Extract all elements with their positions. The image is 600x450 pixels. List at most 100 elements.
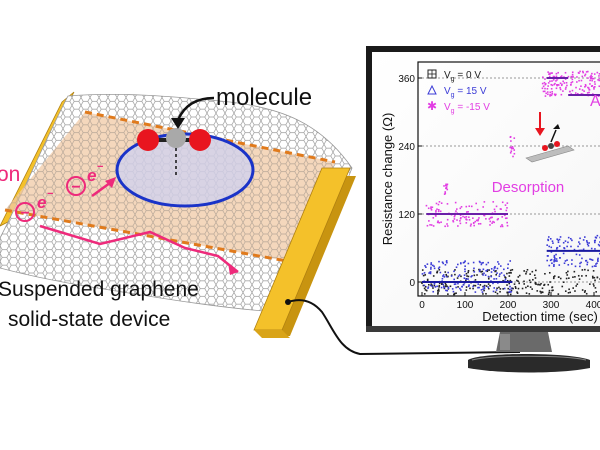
data-point-15v — [503, 268, 505, 271]
data-point-15v — [549, 259, 552, 262]
data-point-minus15v — [459, 214, 462, 217]
data-point-15v — [554, 257, 556, 259]
data-point-15v — [586, 241, 589, 244]
data-point-15v — [441, 277, 444, 280]
data-point-minus15v — [584, 74, 586, 77]
data-point-0v — [514, 285, 517, 288]
data-point-15v — [431, 264, 434, 267]
data-point-minus15v — [546, 91, 549, 93]
data-point-minus15v — [460, 205, 463, 208]
data-point-0v — [467, 275, 470, 278]
data-point-0v — [421, 269, 424, 271]
data-point-15v — [590, 258, 593, 261]
data-point-minus15v — [551, 92, 553, 95]
data-point-15v — [461, 285, 463, 288]
data-point-minus15v — [579, 70, 581, 73]
data-point-15v — [585, 260, 587, 262]
data-point-0v — [473, 274, 476, 277]
data-point-0v — [447, 293, 449, 295]
data-point-15v — [556, 246, 559, 249]
data-point-0v — [472, 269, 475, 272]
data-point-15v — [594, 236, 597, 239]
data-point-minus15v — [430, 209, 433, 211]
data-point-15v — [503, 287, 506, 290]
data-point-15v — [474, 291, 477, 293]
data-point-minus15v — [446, 223, 448, 225]
data-point-15v — [464, 268, 466, 270]
data-point-0v — [487, 283, 490, 285]
data-point-15v — [478, 270, 481, 273]
data-point-0v — [430, 283, 433, 285]
data-point-0v — [499, 290, 501, 293]
data-point-minus15v — [570, 75, 573, 78]
data-point-0v — [438, 290, 440, 292]
data-point-minus15v — [541, 82, 544, 85]
data-point-15v — [483, 272, 485, 275]
data-point-15v — [485, 270, 487, 272]
data-point-15v — [596, 234, 599, 237]
data-point-minus15v — [444, 225, 446, 228]
data-point-minus15v — [559, 82, 562, 85]
data-point-15v — [509, 285, 511, 288]
data-point-minus15v — [550, 83, 553, 86]
data-point-15v — [453, 278, 455, 281]
data-point-0v — [467, 270, 470, 272]
data-point-minus15v — [598, 75, 600, 77]
data-point-15v — [438, 260, 440, 263]
data-point-15v — [551, 240, 554, 243]
data-point-0v — [446, 285, 448, 288]
data-point-minus15v — [440, 221, 442, 224]
data-point-minus15v — [551, 80, 553, 82]
graphene-device: − e − − e − — [0, 91, 521, 356]
data-point-0v — [467, 271, 469, 274]
data-point-0v — [506, 284, 508, 286]
data-point-15v — [559, 236, 562, 238]
data-point-15v — [549, 237, 552, 240]
data-point-15v — [423, 284, 426, 287]
data-point-minus15v — [553, 83, 556, 86]
data-point-minus15v — [510, 140, 512, 142]
data-point-0v — [513, 283, 516, 285]
data-point-15v — [546, 244, 548, 246]
data-point-15v — [441, 261, 444, 264]
data-point-minus15v — [570, 81, 573, 84]
data-point-15v — [497, 263, 500, 265]
data-point-15v — [482, 268, 485, 271]
data-point-15v — [493, 278, 495, 280]
data-point-minus15v — [567, 75, 570, 78]
data-point-15v — [558, 238, 561, 241]
data-point-15v — [593, 239, 596, 242]
data-point-minus15v — [462, 215, 464, 218]
data-point-minus15v — [446, 218, 449, 221]
data-point-minus15v — [569, 83, 572, 86]
molecule-label: molecule — [216, 84, 312, 111]
data-point-15v — [567, 236, 570, 239]
data-point-15v — [424, 264, 426, 267]
data-point-0v — [516, 292, 519, 294]
electron-minus-2: − — [20, 205, 29, 222]
data-point-15v — [442, 262, 445, 265]
data-point-minus15v — [478, 217, 480, 219]
data-point-minus15v — [584, 85, 587, 87]
data-point-15v — [594, 248, 596, 250]
data-point-0v — [529, 286, 532, 288]
data-point-minus15v — [429, 224, 431, 226]
data-point-minus15v — [470, 205, 473, 208]
data-point-0v — [422, 284, 425, 287]
data-point-15v — [498, 275, 501, 277]
data-point-minus15v — [548, 76, 551, 78]
data-point-15v — [582, 239, 585, 241]
data-point-15v — [587, 244, 590, 247]
data-point-minus15v — [554, 94, 557, 97]
data-point-15v — [563, 262, 566, 265]
data-point-0v — [485, 292, 487, 295]
data-point-0v — [552, 277, 555, 280]
data-point-0v — [547, 293, 550, 296]
data-point-15v — [492, 290, 495, 293]
data-point-minus15v — [492, 201, 495, 203]
data-point-0v — [572, 276, 574, 278]
data-point-minus15v — [584, 73, 587, 76]
data-point-0v — [506, 272, 508, 275]
data-point-minus15v — [430, 207, 432, 210]
data-point-minus15v — [543, 81, 546, 84]
